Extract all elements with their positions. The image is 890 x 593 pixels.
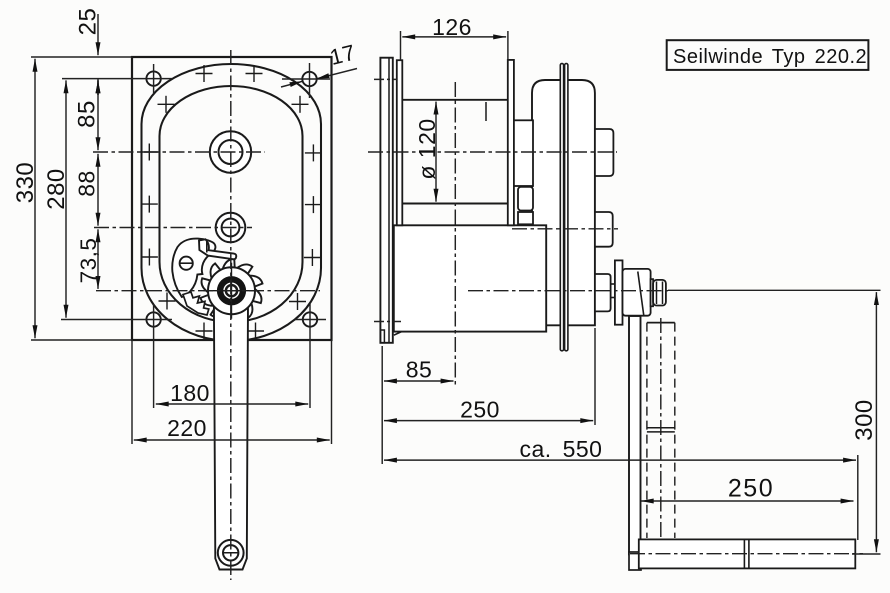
svg-text:85: 85 — [406, 357, 433, 383]
svg-text:73,5: 73,5 — [76, 238, 101, 284]
svg-text:280: 280 — [43, 168, 70, 210]
svg-text:300: 300 — [851, 399, 878, 441]
svg-text:ca. 550: ca. 550 — [520, 436, 603, 462]
svg-text:85: 85 — [74, 100, 101, 128]
svg-text:ø 120: ø 120 — [414, 118, 440, 179]
svg-text:Seilwinde Typ 220.2: Seilwinde Typ 220.2 — [673, 46, 867, 68]
svg-text:88: 88 — [74, 170, 100, 197]
svg-text:250: 250 — [728, 475, 774, 503]
svg-text:180: 180 — [170, 380, 210, 406]
svg-text:250: 250 — [460, 397, 500, 423]
svg-text:17: 17 — [327, 40, 358, 70]
svg-text:126: 126 — [432, 14, 472, 40]
svg-text:330: 330 — [12, 162, 39, 204]
svg-text:25: 25 — [75, 8, 102, 36]
svg-text:220: 220 — [167, 415, 207, 441]
